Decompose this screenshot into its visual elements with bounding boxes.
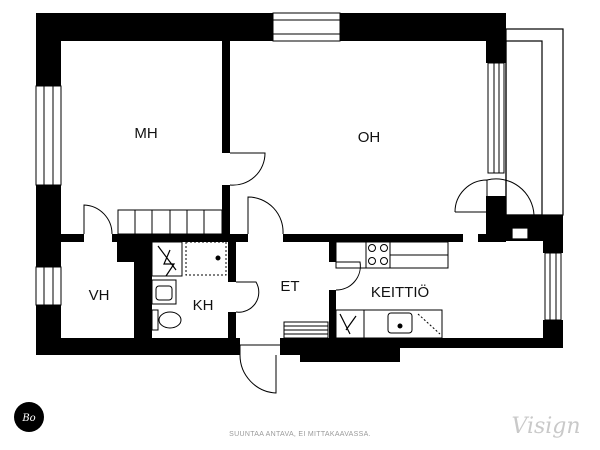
logo-badge	[14, 402, 44, 432]
bathroom-fixtures	[151, 241, 227, 331]
logo-text: Bo	[21, 413, 35, 424]
windows	[35, 12, 562, 321]
kitchen-fixtures	[335, 241, 449, 339]
entry-shelf	[283, 321, 329, 339]
balcony	[505, 28, 564, 240]
interior-walls	[36, 41, 506, 338]
stairs	[117, 209, 223, 235]
disclaimer-note: SUUNTAA ANTAVA, EI MITTAKAAVASSA.	[229, 431, 371, 438]
room-label-oh: OH	[358, 129, 381, 146]
room-label-vh: VH	[89, 287, 110, 304]
room-labels: MH OH VH KH ET KEITTIÖ	[89, 125, 430, 314]
brand-watermark: Visign	[511, 414, 580, 439]
doors	[83, 152, 535, 394]
room-label-kh: KH	[193, 297, 214, 314]
room-label-keittio: KEITTIÖ	[371, 283, 429, 301]
room-label-et: ET	[280, 278, 299, 295]
logo: Bo	[14, 402, 44, 432]
room-label-mh: MH	[134, 125, 157, 142]
exterior-walls	[36, 13, 563, 362]
